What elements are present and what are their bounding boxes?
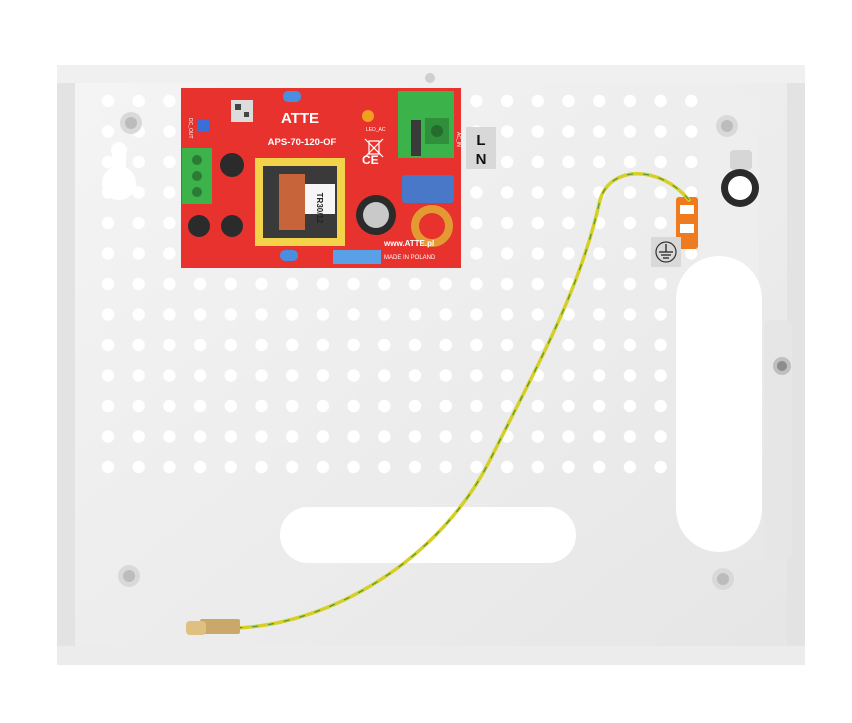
spade-lug-terminal xyxy=(186,619,240,635)
enclosure-bottom-edge xyxy=(57,646,805,665)
standoff-bottom-right xyxy=(712,568,734,590)
side-latch xyxy=(764,320,792,560)
pcb-transformer-label: TR30/12 xyxy=(315,193,324,224)
cable-slot-bottom xyxy=(280,507,576,563)
standoff-top-left xyxy=(120,112,142,134)
pcb-ac-in: AC_IN xyxy=(455,132,461,147)
led-ac xyxy=(362,110,374,122)
cable-slot-right xyxy=(676,256,762,552)
keyhole-mount xyxy=(102,142,136,200)
capacitor-1 xyxy=(220,153,244,177)
standoff-top-right xyxy=(716,115,738,137)
pcb-made-in: MADE IN POLAND xyxy=(384,255,436,261)
ground-icon xyxy=(651,237,681,267)
fuse xyxy=(411,120,421,156)
capacitor-3 xyxy=(188,215,210,237)
terminal-screws-out xyxy=(192,155,202,197)
capacitor-2 xyxy=(221,215,243,237)
pcb-dc-out: DC_OUT xyxy=(187,118,193,139)
x-capacitor xyxy=(402,175,454,203)
pcb-led-ac: LED_AC xyxy=(366,127,386,133)
weee-bin-icon xyxy=(364,138,384,158)
ln-label-sticker: L N xyxy=(466,127,496,169)
qr-code xyxy=(231,100,253,122)
neutral-label: N xyxy=(476,151,487,168)
y-capacitor-bottom xyxy=(280,250,298,261)
standoff-bottom-left xyxy=(118,565,140,587)
pcb-brand: ATTE xyxy=(281,110,319,127)
earth-wire xyxy=(233,172,691,630)
toroid-choke xyxy=(411,205,453,247)
top-rivet xyxy=(425,73,435,83)
y-capacitor-top xyxy=(283,91,301,102)
pcb-sticker xyxy=(333,250,381,264)
pcb-website: www.ATTE.pl xyxy=(383,239,434,248)
trimmer-pot xyxy=(197,120,209,132)
pcb-ce-mark: CE xyxy=(362,153,379,167)
pcb-model: APS-70-120-OF xyxy=(268,137,337,148)
cable-grommet xyxy=(721,150,759,207)
phase-label: L xyxy=(476,132,485,149)
power-supply-pcb: ATTE APS-70-120-OF TR30/12 www.ATTE.pl M… xyxy=(181,88,461,268)
